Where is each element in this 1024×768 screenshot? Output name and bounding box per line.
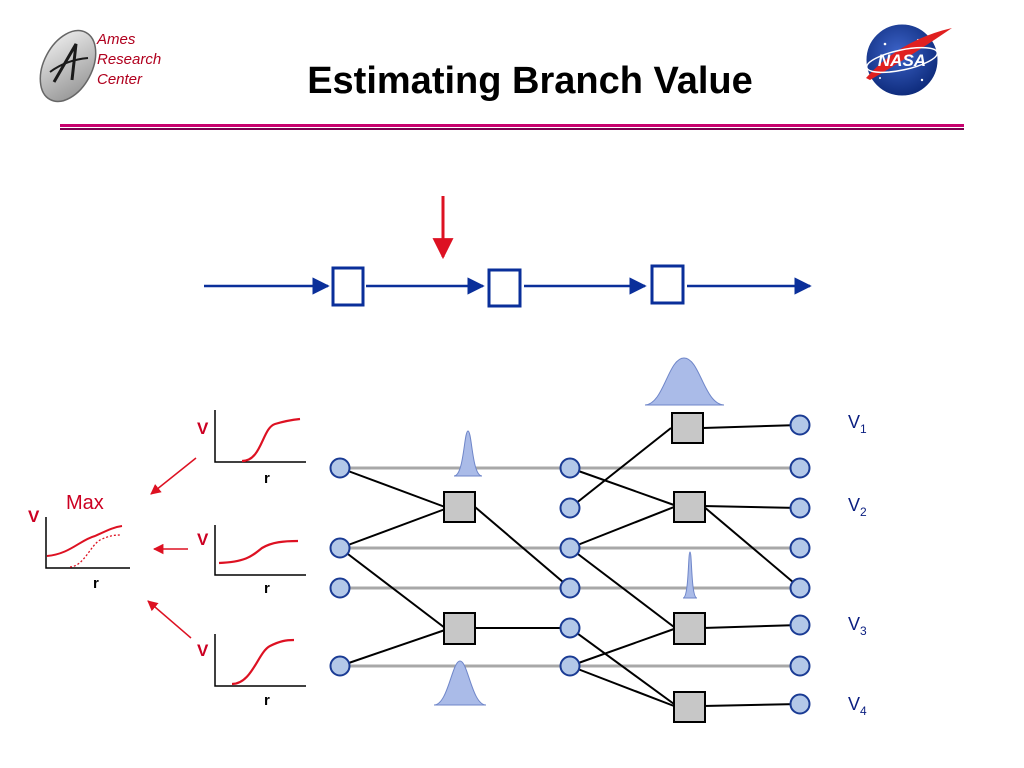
plot-curve (241, 417, 301, 463)
state-node (559, 457, 581, 479)
state-node (559, 577, 581, 599)
action-node (443, 491, 476, 523)
action-nodes (443, 412, 706, 723)
distributions (433, 357, 725, 706)
plot-ylabel: V (197, 530, 209, 549)
edge (702, 624, 801, 629)
state-node (789, 457, 811, 479)
state-node (329, 655, 351, 677)
distribution-curve (682, 551, 698, 599)
plot-top: V r (197, 410, 306, 487)
arrow-icon (150, 457, 197, 495)
plot-curve (231, 638, 295, 686)
state-node (789, 537, 811, 559)
value-label-v4: V4 (848, 694, 867, 718)
edge (339, 629, 446, 667)
action-node (443, 612, 476, 645)
edge (569, 665, 675, 707)
plot-xlabel: r (264, 580, 270, 597)
plot-axes (214, 525, 306, 576)
plot-ylabel: V (28, 507, 40, 526)
plot-max: Max V r (28, 492, 130, 592)
value-label-v3: V3 (848, 614, 867, 638)
plot-bottom: V r (197, 634, 306, 709)
plot-xlabel: r (93, 575, 99, 592)
state-nodes (329, 414, 811, 715)
state-node (559, 537, 581, 559)
plot-curve (46, 525, 123, 557)
org-name-line1: Ames (96, 31, 136, 48)
plot-xlabel: r (264, 470, 270, 487)
action-node (671, 412, 704, 444)
distribution-curve (433, 660, 487, 706)
plot-ylabel: V (197, 419, 209, 438)
plot-axes (214, 410, 306, 463)
edge (569, 506, 675, 549)
plot-curve-dotted (69, 534, 121, 568)
edge (569, 467, 675, 506)
distribution-curve (453, 430, 483, 477)
nasa-logo-icon: NASA (863, 21, 952, 99)
sequence-step-3 (650, 264, 685, 305)
plot-axes (214, 634, 306, 687)
action-sequence (204, 264, 812, 308)
value-label-v2: V2 (848, 495, 867, 519)
state-node (559, 497, 581, 519)
edge (569, 627, 675, 705)
sequence-step-2 (487, 268, 522, 308)
header-divider (60, 124, 964, 130)
edge (339, 467, 446, 508)
org-name-line2: Research (97, 51, 161, 68)
state-node (329, 537, 351, 559)
ames-logo-icon (39, 29, 97, 103)
distribution-curve (644, 357, 725, 406)
action-node (673, 612, 706, 645)
network-edges (339, 424, 801, 707)
edge (702, 424, 801, 429)
plot-xlabel: r (264, 692, 270, 709)
state-node (789, 693, 811, 715)
max-label: Max (66, 492, 104, 514)
edge (569, 628, 675, 667)
plot-ylabel: V (197, 641, 209, 660)
edge (569, 427, 672, 509)
edge (702, 505, 801, 509)
state-node (789, 655, 811, 677)
org-name-line3: Center (97, 71, 143, 88)
state-node (559, 655, 581, 677)
edge (339, 508, 446, 549)
edge (339, 547, 446, 629)
nasa-logo-text: NASA (878, 51, 926, 70)
edge (702, 505, 801, 589)
edge (474, 506, 571, 589)
arrow-icon (147, 600, 192, 639)
plot-curve (218, 539, 299, 565)
plot-axes (45, 517, 130, 569)
state-node (789, 614, 811, 636)
action-node (673, 691, 706, 723)
max-combine-arrows (147, 457, 197, 639)
state-node (789, 497, 811, 519)
edge (569, 547, 675, 628)
edge (702, 703, 801, 707)
state-node (559, 617, 581, 639)
sequence-step-1 (331, 266, 365, 307)
state-node (329, 577, 351, 599)
action-node (673, 491, 706, 523)
plot-middle: V r (197, 525, 306, 597)
state-node (789, 577, 811, 599)
value-label-v1: V1 (848, 412, 867, 436)
page-title: Estimating Branch Value (307, 60, 753, 102)
state-node (789, 414, 811, 436)
state-node (329, 457, 351, 479)
